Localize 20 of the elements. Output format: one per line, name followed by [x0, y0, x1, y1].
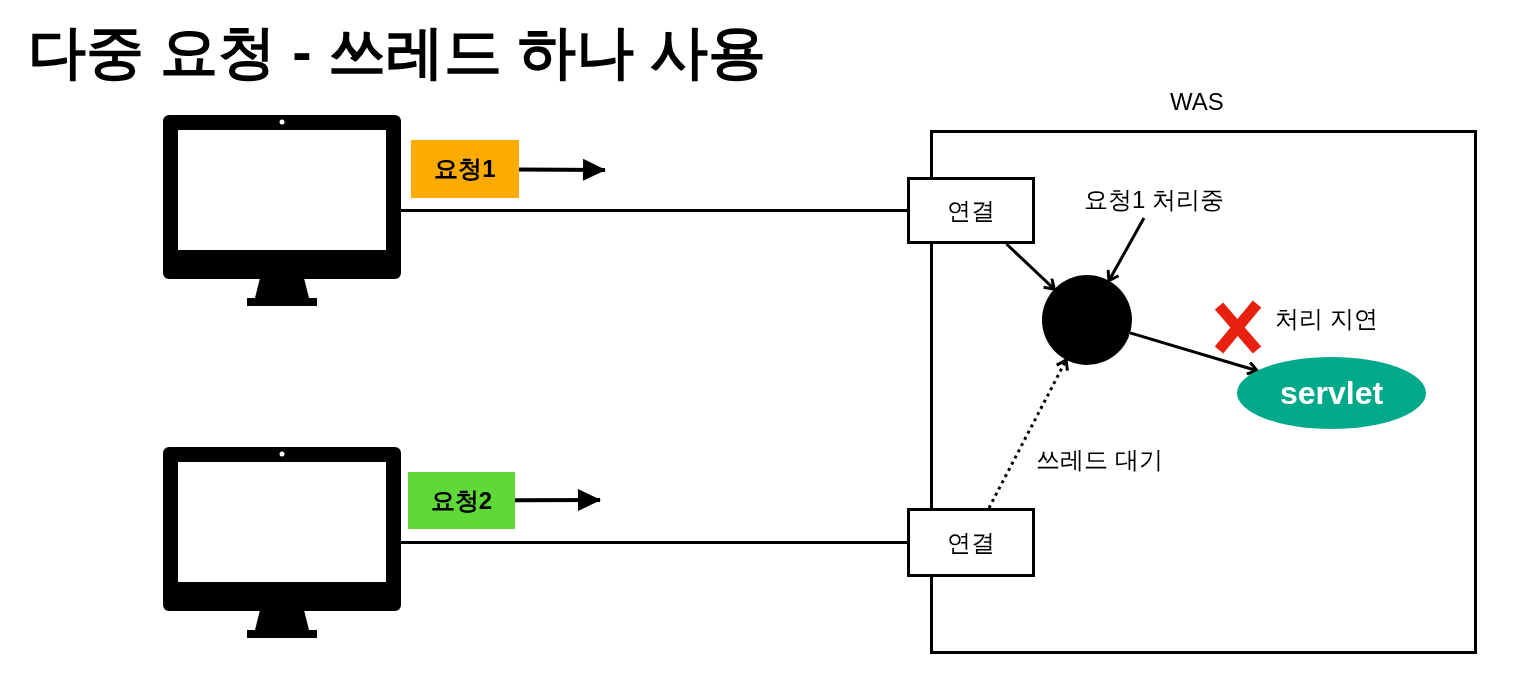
servlet-ellipse: servlet — [1237, 357, 1426, 429]
request-tag: 요청1 — [411, 140, 519, 198]
arrow — [987, 358, 1069, 509]
request-arrow — [519, 158, 606, 181]
monitor-drawing — [163, 447, 401, 638]
monitor-drawing — [163, 115, 401, 306]
request-arrow — [515, 489, 601, 512]
arrow — [1106, 217, 1146, 283]
connection-box: 연결 — [907, 508, 1035, 577]
annotation-text: 요청1 처리중 — [1078, 182, 1230, 218]
box-heading: WAS — [1170, 88, 1224, 116]
arrow — [1005, 242, 1056, 291]
note-text: 처리 지연 — [1275, 304, 1378, 334]
connection-line — [401, 541, 907, 544]
connection-line — [401, 209, 907, 212]
arrow — [1129, 331, 1259, 376]
request-tag: 요청2 — [408, 472, 515, 529]
connection-box: 연결 — [907, 177, 1035, 244]
title: 다중 요청 - 쓰레드 하나 사용 — [28, 18, 766, 86]
thread-circle — [1042, 275, 1132, 365]
